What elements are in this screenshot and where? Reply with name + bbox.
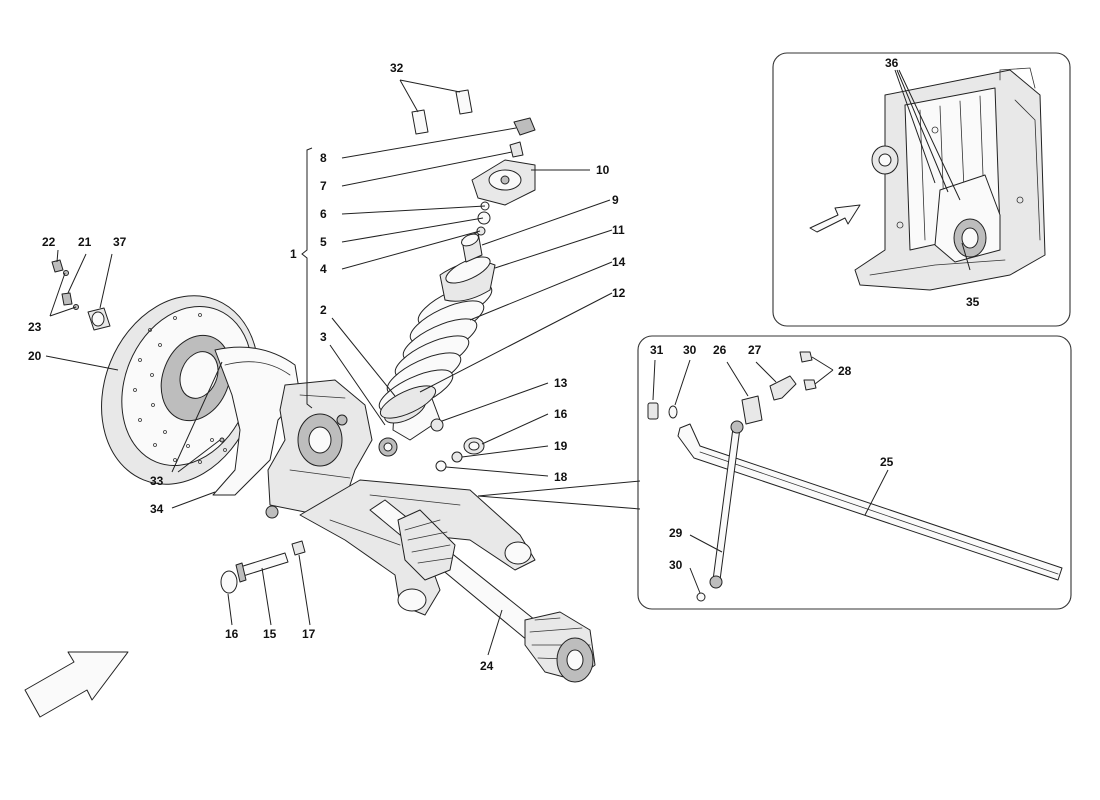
callout-33: 33 (150, 474, 164, 488)
part-19-nut (451, 451, 463, 463)
callout-22: 22 (42, 235, 56, 249)
inset-frame-bottom (637, 335, 1072, 610)
callout-2: 2 (320, 303, 327, 317)
callout-11: 11 (612, 223, 625, 237)
part-5-washer (477, 211, 491, 225)
callout-37: 37 (113, 235, 127, 249)
inset-panel-anti-roll-bar: 31 30 26 27 28 25 29 30 (637, 335, 1072, 610)
callout-20: 20 (28, 349, 42, 363)
callout-18: 18 (554, 470, 568, 484)
callout-13: 13 (554, 376, 568, 390)
hub-carrier (265, 379, 373, 519)
link-rod-top-joint (730, 420, 744, 434)
part-30-washer-bottom (696, 592, 706, 602)
callout-16-right: 16 (554, 407, 568, 421)
callout-26: 26 (713, 343, 727, 357)
inset-panel-chassis: 36 35 (772, 52, 1071, 327)
front-direction-arrow-icon (24, 651, 129, 718)
callout-30-top: 30 (683, 343, 697, 357)
part-8-clip (513, 117, 536, 136)
callout-35: 35 (966, 295, 980, 309)
callout-25: 25 (880, 455, 894, 469)
callout-4: 4 (320, 262, 327, 276)
callout-16-bottom: 16 (225, 627, 239, 641)
callout-36: 36 (885, 56, 899, 70)
callout-15: 15 (263, 627, 277, 641)
callout-30-bottom: 30 (669, 558, 683, 572)
callout-5: 5 (320, 235, 327, 249)
part-27-clamp (769, 375, 797, 401)
callout-31: 31 (650, 343, 664, 357)
front-direction-arrow-icon (809, 204, 861, 233)
callout-14: 14 (612, 255, 626, 269)
part-26-bush (741, 395, 763, 425)
part-30-washer-top (668, 405, 678, 419)
callout-10: 10 (596, 163, 610, 177)
stabilizer-bar (677, 423, 1063, 581)
part-37-bearing-bore (91, 311, 105, 327)
inset-connector-lines (477, 480, 641, 510)
spring-lower-seat (379, 385, 437, 419)
callout-9: 9 (612, 193, 619, 207)
callout-28: 28 (838, 364, 852, 378)
link-rod-bottom-joint (709, 575, 723, 589)
part-16-plug (220, 570, 238, 594)
part-13-bushing (430, 418, 444, 432)
callout-23: 23 (28, 320, 42, 334)
callout-12: 12 (612, 286, 626, 300)
part-32-bolt-a (455, 89, 473, 115)
part-28-screw-a (799, 351, 813, 363)
callout-3: 3 (320, 330, 327, 344)
part-15-bolt (239, 552, 289, 577)
part-31-bushing (647, 402, 659, 420)
part-18-washer (435, 460, 447, 472)
brake-disc (101, 295, 259, 485)
part-4-washer (476, 226, 486, 236)
part-32-bolt-b (411, 109, 429, 135)
part-16-cap-bore (468, 441, 480, 451)
part-15-bolt-head (235, 562, 247, 583)
part-28-screw-b (803, 379, 817, 391)
callout-19: 19 (554, 439, 568, 453)
callout-1: 1 (290, 247, 297, 261)
part-7-cap (509, 141, 524, 158)
callout-8: 8 (320, 151, 327, 165)
callout-27: 27 (748, 343, 762, 357)
part-17-nut (291, 540, 306, 556)
callout-34: 34 (150, 502, 164, 516)
callout-6: 6 (320, 207, 327, 221)
group-1-bracket (301, 147, 313, 409)
callout-7: 7 (320, 179, 327, 193)
callout-17: 17 (302, 627, 316, 641)
part-21-bleeder (61, 292, 73, 306)
damper-spring-assembly (378, 89, 536, 457)
leader-lines (45, 79, 613, 656)
drive-shaft (369, 499, 596, 683)
chassis-bracket-drawing (854, 67, 1046, 291)
callout-32: 32 (390, 61, 404, 75)
callout-29: 29 (669, 526, 683, 540)
brake-dust-shield (212, 346, 301, 496)
part-33-pin (219, 437, 225, 443)
callout-24: 24 (480, 659, 494, 673)
callout-21: 21 (78, 235, 92, 249)
